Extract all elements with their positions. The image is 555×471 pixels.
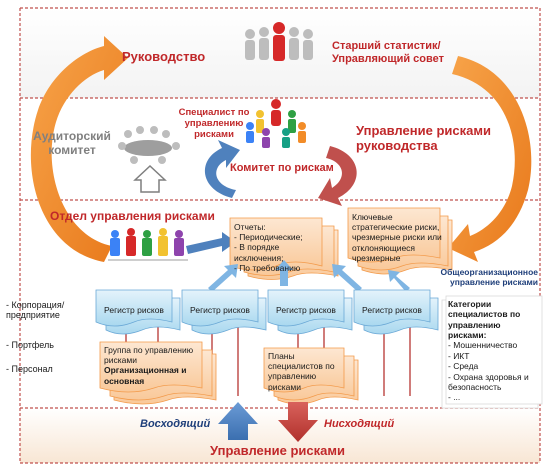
audit-committee-icon: [118, 126, 180, 164]
group-doc: Группа по управлению рисками Организацио…: [104, 345, 204, 386]
reports-item: - По требованию: [234, 262, 301, 273]
right-orange-arrow: [448, 56, 532, 262]
categories-doc: Категории специалистов по управлению рис…: [448, 299, 540, 403]
risk-mgmt-leadership-label: Управление рисками руководства: [356, 123, 491, 153]
reports-doc: Отчеты: - Периодические; - В порядке иск…: [234, 222, 322, 273]
gray-up-arrow: [133, 164, 167, 193]
level-personnel: - Персонал: [6, 364, 53, 374]
group-doc-line-bold: Организационная и основная: [104, 365, 187, 386]
leadership-label: Руководство: [122, 49, 206, 64]
risk-committee-label: Комитет по рискам: [230, 162, 334, 174]
risk-dept-label: Отдел управления рисками: [50, 209, 215, 223]
connector-arrow: [186, 232, 236, 254]
register-docs: [95, 289, 439, 335]
reports-doc-stack: [229, 217, 339, 280]
committee-red-arc: [318, 146, 357, 206]
category-item: - Охрана здоровья и безопасность: [448, 371, 529, 392]
descending-label: Нисходящий: [324, 418, 395, 430]
reports-item: - В порядке исключения;: [234, 242, 284, 263]
categories-doc-stack: [441, 295, 543, 409]
group-doc-stack: [99, 341, 217, 405]
left-orange-arrow: [30, 36, 128, 262]
register-label: Регистр рисков: [276, 305, 336, 315]
group-doc-line: Группа по управлению рисками: [104, 345, 194, 366]
reports-title: Отчеты:: [234, 222, 266, 232]
level-corporate: - Корпорация/ предприятие: [6, 300, 65, 321]
committee-blue-arc: [204, 140, 240, 198]
risk-dept-people-icon: [108, 228, 188, 261]
register-label: Регистр рисков: [362, 305, 422, 315]
leadership-people-icon: [245, 22, 313, 61]
categories-title: Категории специалистов по управлению рис…: [448, 299, 521, 341]
level-portfolio: - Портфель: [6, 340, 54, 350]
register-label: Регистр рисков: [104, 305, 164, 315]
specialist-group-icon: [246, 99, 306, 148]
key-risks-doc: Ключевые стратегические риски, чрезмерны…: [352, 212, 442, 263]
senior-statistician-label: Старший статистик/ Управляющий совет: [332, 40, 444, 65]
ascending-arrow: [218, 402, 258, 440]
audit-committee-label: Аудиторский комитет: [33, 129, 111, 157]
descending-arrow: [278, 402, 318, 442]
ascending-label: Восходящий: [140, 418, 211, 430]
plans-doc-stack: [263, 347, 359, 405]
plans-doc: Планы специалистов по управлению рисками: [268, 351, 335, 392]
bottom-title: Управление рисками: [210, 443, 345, 458]
enterprise-risk-label: Общеорганизационное управление рисками: [440, 267, 538, 287]
category-item: - Среда: [448, 361, 479, 372]
category-item: - Мошенничество: [448, 340, 518, 351]
key-risks-doc-stack: [347, 207, 453, 275]
specialist-label: Специалист по управлению рисками: [178, 107, 250, 140]
category-item: - ИКТ: [448, 350, 470, 361]
register-label: Регистр рисков: [190, 305, 250, 315]
category-item: - ...: [448, 392, 461, 403]
reports-item: - Периодические;: [234, 232, 303, 243]
